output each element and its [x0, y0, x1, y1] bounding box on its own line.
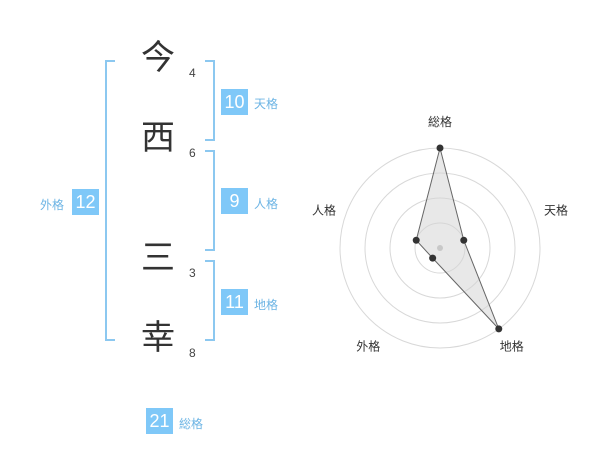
chikaku-bracket — [205, 260, 215, 341]
jinkaku-value: 9 — [221, 188, 248, 214]
radar-point-2 — [460, 236, 468, 244]
tenkaku-label: 天格 — [254, 97, 279, 111]
chikaku-label: 地格 — [254, 298, 279, 312]
tenkaku-bracket — [205, 60, 215, 141]
name-char-4: 幸 — [141, 318, 175, 358]
radar-point-1 — [436, 144, 444, 152]
radar-axis-label-2: 天格 — [544, 202, 568, 217]
radar-area — [415, 147, 500, 330]
gaikaku-value: 12 — [72, 189, 99, 215]
chikaku-value: 11 — [221, 289, 248, 315]
radar-point-3 — [495, 325, 503, 333]
radar-point-5 — [412, 236, 420, 244]
tenkaku-value: 10 — [221, 89, 248, 115]
radar-axis-label-5: 人格 — [312, 202, 336, 217]
name-char-1: 今 — [141, 38, 175, 78]
soukaku-value: 21 — [146, 408, 173, 434]
soukaku-label: 総格 — [179, 417, 204, 431]
stroke-count-3: 3 — [189, 266, 196, 280]
radar-center — [437, 245, 443, 251]
radar-axis-label-4: 外格 — [356, 339, 380, 354]
stroke-count-1: 4 — [189, 66, 196, 80]
name-char-2: 西 — [141, 118, 175, 158]
stroke-count-4: 8 — [189, 346, 196, 360]
gaikaku-label: 外格 — [40, 198, 65, 212]
gaikaku-bracket — [105, 60, 115, 341]
stroke-count-2: 6 — [189, 146, 196, 160]
radar-axis-label-3: 地格 — [500, 339, 524, 354]
name-char-3: 三 — [141, 238, 175, 278]
radar-point-4 — [429, 254, 437, 262]
radar-axis-label-1: 総格 — [428, 114, 452, 129]
jinkaku-bracket — [205, 150, 215, 251]
jinkaku-label: 人格 — [254, 197, 279, 211]
